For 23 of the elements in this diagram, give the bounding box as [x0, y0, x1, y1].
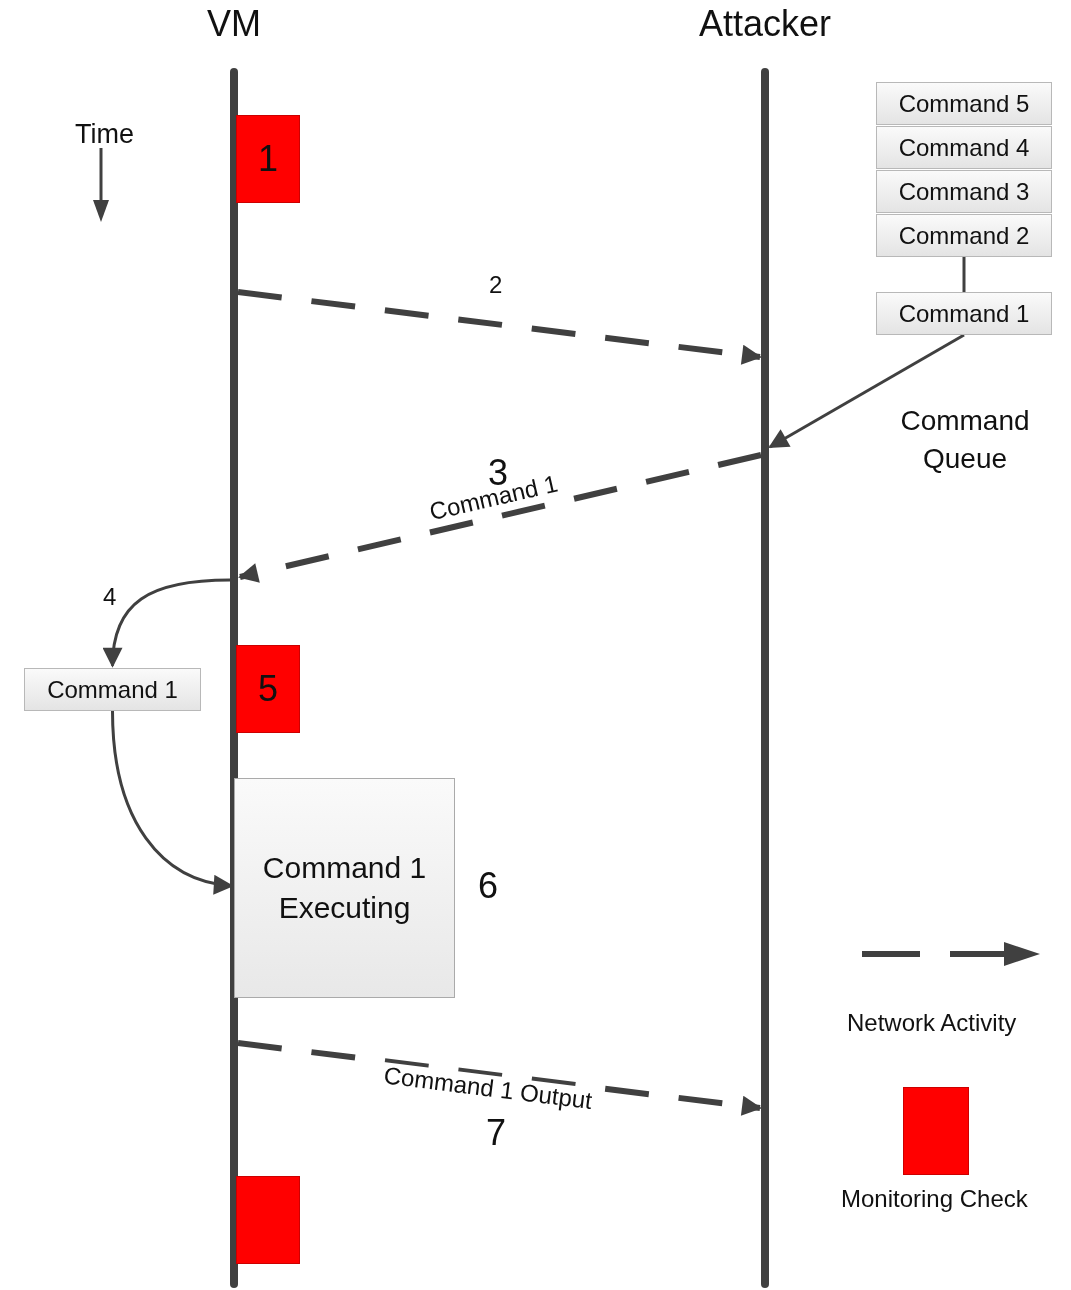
lifeline-label: VM — [206, 2, 262, 46]
command-box: Command 4 — [876, 126, 1052, 169]
command-box: Command 1 — [876, 292, 1052, 335]
command-box: Command 5 — [876, 82, 1052, 125]
monitoring-check-box — [236, 1176, 300, 1264]
lifeline-label: Attacker — [697, 2, 832, 46]
network-arrow — [237, 1040, 762, 1116]
command-box: Command 2 — [876, 214, 1052, 257]
legend-label: Monitoring Check — [841, 1184, 1028, 1214]
command-box: Command 1 — [24, 668, 201, 711]
legend-label: Network Activity — [847, 1008, 1017, 1038]
step-number: 6 — [478, 866, 499, 906]
monitoring-check-box: 1 — [236, 115, 300, 203]
queue-label: Command Queue — [899, 404, 1031, 476]
network-arrow — [237, 289, 762, 365]
execution-box: Command 1 Executing — [234, 778, 455, 998]
arrow — [103, 578, 231, 668]
command-box: Command 3 — [876, 170, 1052, 213]
monitoring-check-box: 5 — [236, 645, 300, 733]
connector-line — [962, 257, 966, 292]
network-arrow — [238, 452, 762, 583]
arrow — [768, 333, 965, 449]
time-label: Time — [75, 118, 134, 151]
